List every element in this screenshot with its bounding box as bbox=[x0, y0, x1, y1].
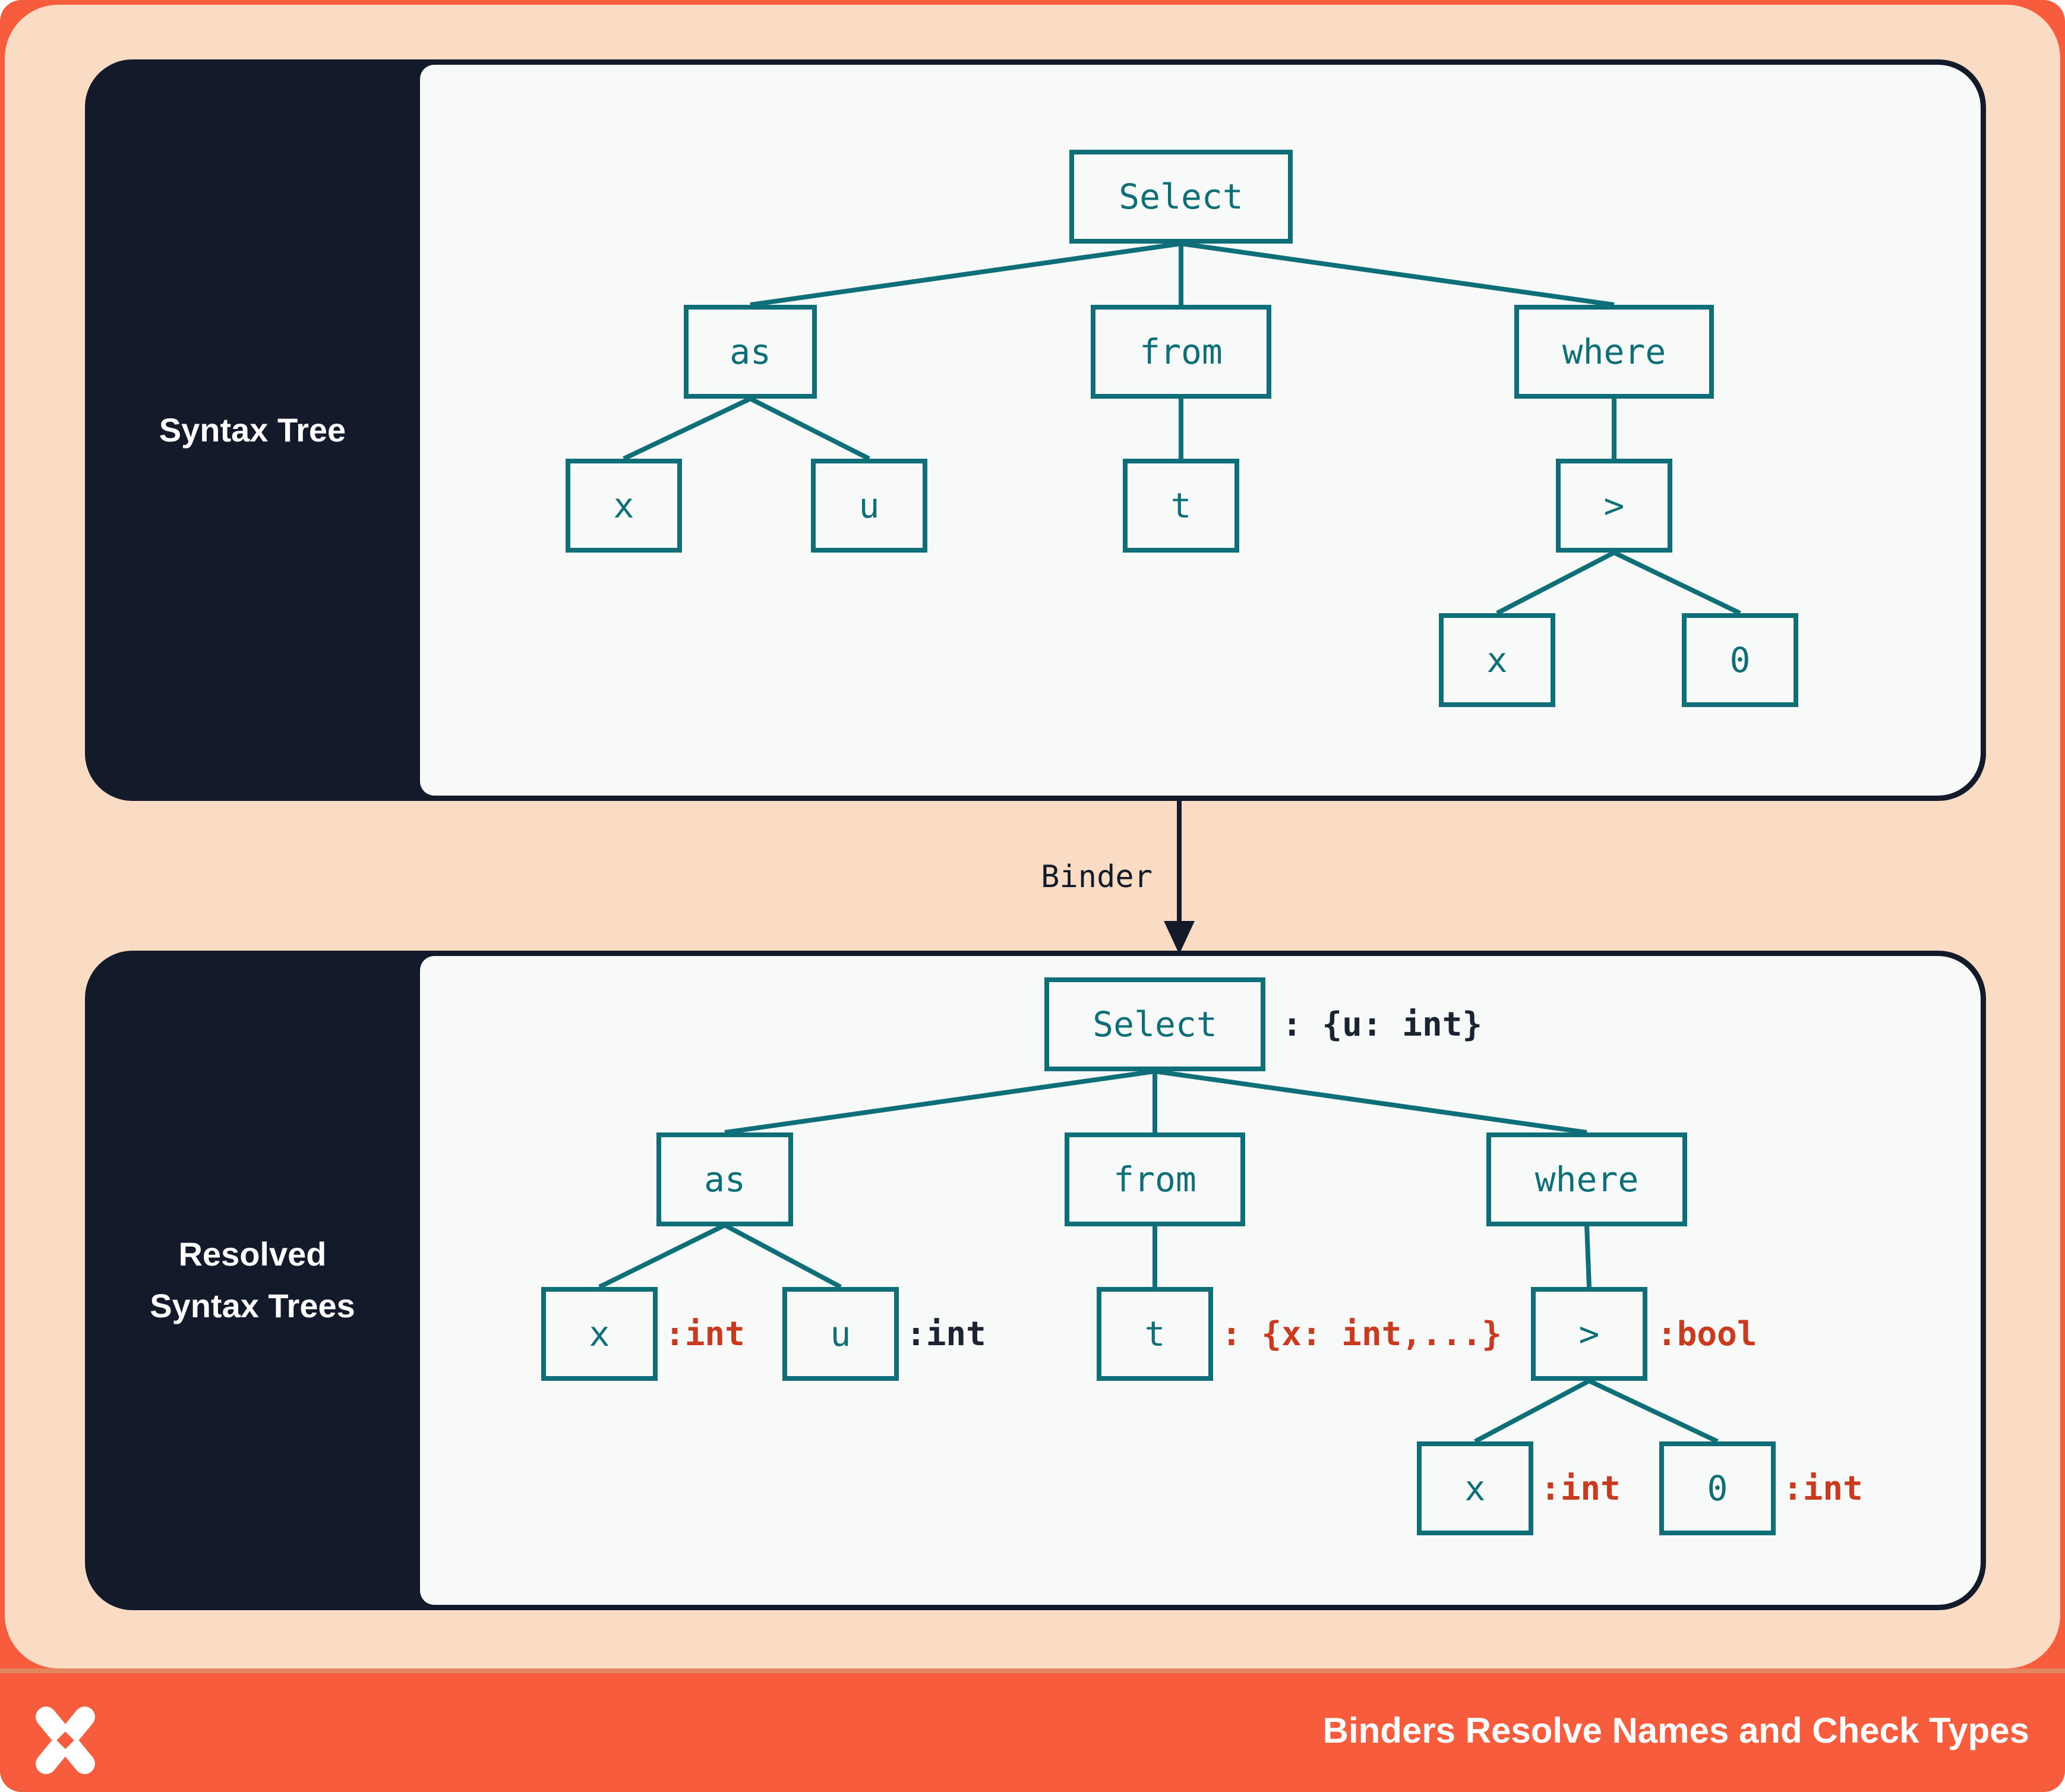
tree-edge bbox=[1588, 1378, 1719, 1444]
binder-arrow bbox=[1177, 801, 1182, 921]
node-as: as bbox=[684, 305, 817, 399]
tree-edge bbox=[598, 1223, 726, 1289]
node-select: Select bbox=[1044, 977, 1265, 1071]
type-annotation-greater-than: :bool bbox=[1657, 1314, 1757, 1354]
node-greater-than: > bbox=[1556, 459, 1672, 553]
tree-edges bbox=[623, 241, 1741, 616]
type-annotation-x-operand: :int bbox=[1540, 1469, 1621, 1508]
tree-edge bbox=[1154, 1069, 1587, 1135]
resolved-syntax-trees-panel: Resolved Syntax Trees Select : {u: int} … bbox=[85, 951, 1986, 1610]
tree-edge bbox=[623, 396, 752, 461]
tree-edge bbox=[1180, 241, 1615, 307]
type-annotation-zero: :int bbox=[1783, 1469, 1863, 1508]
tree-edge bbox=[1474, 1378, 1590, 1444]
binder-arrowhead-icon bbox=[1164, 921, 1195, 954]
tree-edge bbox=[724, 1223, 842, 1289]
resolved-syntax-tree: Select : {u: int} as from where x :int u… bbox=[420, 956, 1981, 1605]
type-annotation-select: : {u: int} bbox=[1282, 1005, 1483, 1044]
tree-edge bbox=[749, 396, 870, 461]
tree-edge bbox=[724, 1069, 1155, 1135]
footer-divider bbox=[0, 1668, 2065, 1673]
node-x-operand: x bbox=[1439, 613, 1555, 707]
node-where: where bbox=[1486, 1132, 1687, 1226]
tree-edge bbox=[1496, 550, 1615, 616]
node-greater-than: > bbox=[1531, 1287, 1647, 1381]
tree-edges bbox=[598, 1069, 1719, 1444]
footer-bar: Binders Resolve Names and Check Types bbox=[0, 1668, 2065, 1792]
node-from: from bbox=[1091, 305, 1271, 399]
node-x: x bbox=[541, 1287, 658, 1381]
node-x-operand: x bbox=[1417, 1441, 1533, 1535]
syntax-tree: Select as from where x u t > x 0 bbox=[420, 65, 1981, 796]
node-select: Select bbox=[1069, 150, 1293, 244]
binder-label: Binder bbox=[1041, 859, 1153, 895]
node-t: t bbox=[1123, 459, 1239, 553]
tree-edge bbox=[750, 241, 1182, 307]
pinwheel-x-logo-icon bbox=[36, 1706, 95, 1774]
syntax-tree-panel: Syntax Tree Select as from where x u t >… bbox=[85, 59, 1986, 801]
tree-edge bbox=[1584, 1225, 1592, 1288]
node-where: where bbox=[1514, 305, 1714, 399]
node-as: as bbox=[656, 1132, 793, 1226]
syntax-tree-panel-label: Syntax Tree bbox=[159, 411, 346, 449]
type-annotation-x: :int bbox=[665, 1314, 745, 1354]
node-t: t bbox=[1097, 1287, 1213, 1381]
tree-edge bbox=[1613, 550, 1741, 616]
type-annotation-t: : {x: int,...} bbox=[1221, 1314, 1502, 1354]
resolved-syntax-trees-panel-label: Resolved Syntax Trees bbox=[150, 1235, 355, 1324]
type-annotation-u: :int bbox=[906, 1314, 986, 1354]
node-u: u bbox=[811, 459, 927, 553]
node-from: from bbox=[1065, 1132, 1245, 1226]
node-u: u bbox=[782, 1287, 899, 1381]
node-x: x bbox=[566, 459, 682, 553]
footer-title: Binders Resolve Names and Check Types bbox=[1322, 1710, 2029, 1750]
node-zero: 0 bbox=[1659, 1441, 1776, 1535]
node-zero: 0 bbox=[1682, 613, 1798, 707]
